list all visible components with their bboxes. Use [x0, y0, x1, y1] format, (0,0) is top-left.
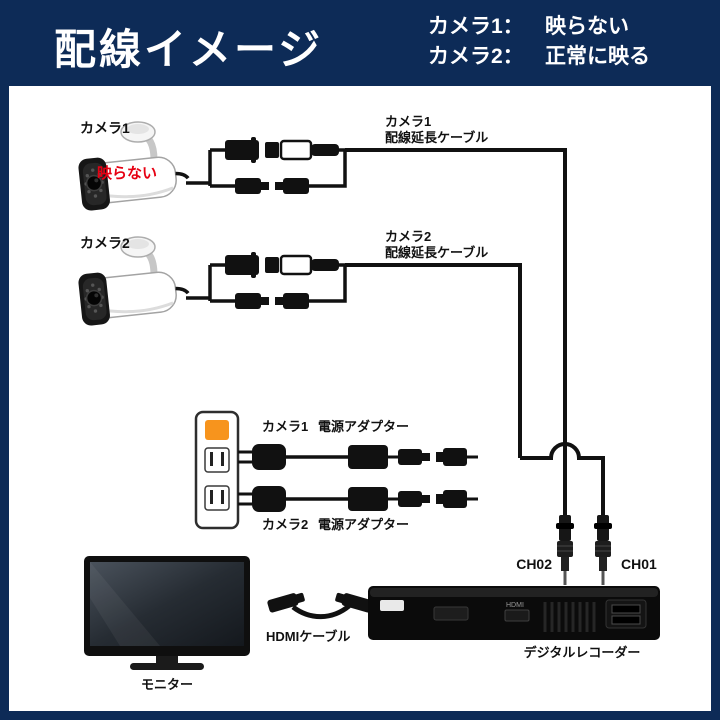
ch01-label: CH01	[621, 556, 657, 572]
hdmi-cable-illustration	[267, 592, 373, 620]
power-strip-socket-2	[204, 447, 230, 473]
camera2-power-connector	[208, 291, 321, 311]
power-strip-illustration	[194, 410, 240, 530]
camera2-merge-wire	[319, 265, 347, 303]
status-camera2-label: カメラ2：	[428, 45, 524, 68]
power-row1-adapter-label: 電源アダプター	[318, 419, 410, 434]
camera2-label: カメラ2	[80, 235, 130, 251]
camera2-cable-label: カメラ2 配線延長ケーブル	[385, 229, 488, 261]
camera1-power-connector	[208, 176, 321, 196]
camera2-dc-connector	[386, 488, 480, 510]
header-status: カメラ1： 映らない カメラ2： 正常に映る	[428, 13, 650, 71]
power-row1-camera-label: カメラ1	[262, 419, 309, 434]
camera1-cable-label: カメラ1 配線延長ケーブル	[385, 114, 488, 146]
camera1-status-overlay: 映らない	[97, 165, 158, 182]
recorder-vents	[543, 602, 596, 632]
camera2-power-plug	[236, 484, 302, 514]
camera1-bracket-wire	[186, 150, 212, 186]
page-title: 配線イメージ	[54, 26, 324, 73]
camera1-video-connector	[208, 135, 347, 165]
camera2-cable-label-line2: 配線延長ケーブル	[385, 245, 489, 260]
camera1-label: カメラ1	[80, 120, 130, 136]
recorder-usb-ports	[605, 599, 647, 629]
camera2-video-connector	[208, 250, 347, 280]
status-camera1-value: 映らない	[545, 15, 629, 38]
power-row2-camera-label: カメラ2	[262, 517, 309, 532]
camera1-dc-connector	[386, 446, 480, 468]
camera2-extension-cable	[345, 263, 605, 515]
recorder-tray	[433, 606, 469, 621]
ch02-label: CH02	[516, 556, 552, 572]
camera1-cable-label-line2: 配線延長ケーブル	[385, 130, 489, 145]
camera1-power-adapter	[348, 445, 388, 469]
monitor-illustration	[84, 556, 250, 670]
recorder-hdmi-port-label: HDMI	[506, 602, 524, 609]
power-strip-socket-3	[204, 485, 230, 511]
recorder-illustration: HDMI	[368, 586, 660, 640]
camera1-power-plug	[236, 442, 302, 472]
status-camera2-value: 正常に映る	[545, 45, 650, 68]
camera2-cable-label-line1: カメラ2	[385, 229, 432, 244]
status-camera1-label: カメラ1：	[428, 15, 524, 38]
camera2-power-adapter	[348, 487, 388, 511]
recorder-hdmi-port	[504, 609, 530, 622]
power-strip-socket-highlight	[205, 420, 229, 440]
ch01-bnc-plug	[593, 514, 613, 586]
camera1-cable-label-line1: カメラ1	[385, 114, 432, 129]
header: 配線イメージ カメラ1： 映らない カメラ2： 正常に映る	[0, 0, 720, 86]
ch02-bnc-plug	[555, 514, 575, 586]
recorder-logo	[380, 600, 404, 611]
monitor-label: モニター	[140, 677, 193, 692]
camera1-extension-cable	[345, 148, 567, 515]
recorder-label: デジタルレコーダー	[523, 645, 641, 660]
camera1-merge-wire	[319, 150, 347, 188]
hdmi-cable-label: HDMIケーブル	[266, 629, 351, 644]
power-row2-adapter-label: 電源アダプター	[318, 517, 410, 532]
camera2-bracket-wire	[186, 265, 212, 301]
